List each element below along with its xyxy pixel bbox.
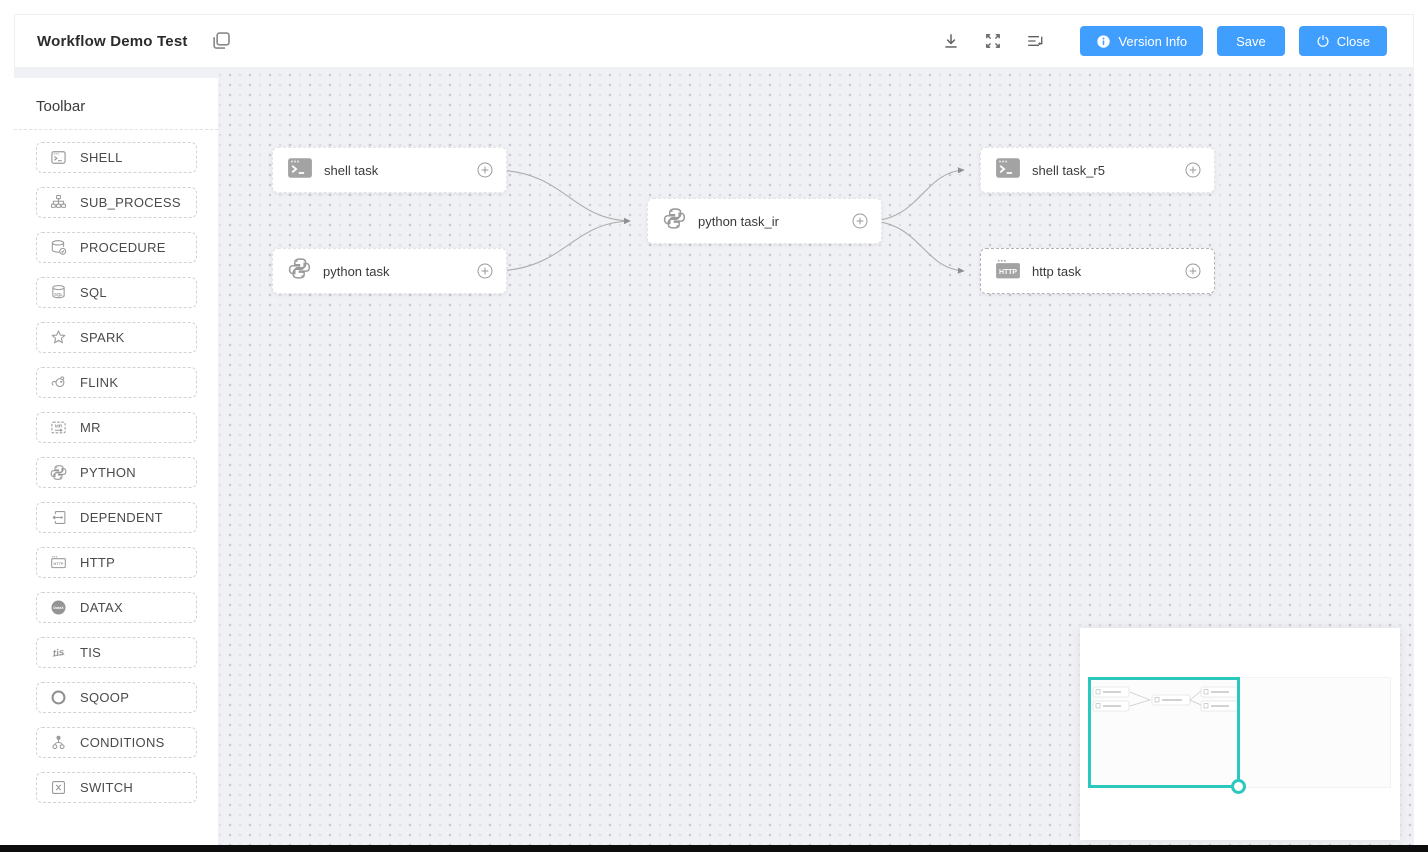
shell-task-icon bbox=[995, 157, 1021, 184]
switch-icon bbox=[49, 779, 67, 797]
tool-item-python[interactable]: PYTHON bbox=[36, 457, 197, 488]
tool-list: SHELL SUB_PROCESS PROCEDURE SQL SPARK FL… bbox=[14, 130, 218, 803]
tool-item-sub-process[interactable]: SUB_PROCESS bbox=[36, 187, 197, 218]
fullscreen-icon[interactable] bbox=[984, 32, 1002, 50]
copy-icon[interactable] bbox=[210, 30, 232, 52]
task-node-python-task-ir[interactable]: python task_ir bbox=[647, 198, 882, 244]
tool-item-label: PYTHON bbox=[80, 465, 136, 480]
tool-item-label: DATAX bbox=[80, 600, 123, 615]
add-edge-button[interactable] bbox=[1185, 162, 1201, 178]
tool-item-mr[interactable]: MR bbox=[36, 412, 197, 443]
edge-pythontaskir-httptask bbox=[870, 220, 965, 274]
sqoop-icon bbox=[49, 689, 67, 707]
python-icon bbox=[49, 464, 67, 482]
tool-item-label: DEPENDENT bbox=[80, 510, 163, 525]
task-node-label: python task_ir bbox=[698, 213, 779, 229]
http-icon bbox=[49, 554, 67, 572]
minimap-graph bbox=[1092, 686, 1240, 712]
tool-item-sqoop[interactable]: SQOOP bbox=[36, 682, 197, 713]
tool-item-switch[interactable]: SWITCH bbox=[36, 772, 197, 803]
add-edge-button[interactable] bbox=[852, 213, 868, 229]
close-button[interactable]: Close bbox=[1298, 26, 1387, 56]
task-node-http-task[interactable]: http task bbox=[980, 248, 1215, 294]
tool-item-http[interactable]: HTTP bbox=[36, 547, 197, 578]
edge-shelltask-pythontaskir bbox=[495, 169, 631, 224]
python-task-icon bbox=[662, 206, 687, 236]
main-region: Toolbar SHELL SUB_PROCESS PROCEDURE SQL … bbox=[14, 68, 1414, 845]
version-info-label: Version Info bbox=[1118, 33, 1188, 49]
tool-item-conditions[interactable]: CONDITIONS bbox=[36, 727, 197, 758]
download-icon[interactable] bbox=[942, 32, 960, 50]
toolbar-sidebar: Toolbar SHELL SUB_PROCESS PROCEDURE SQL … bbox=[14, 78, 218, 845]
add-edge-button[interactable] bbox=[477, 263, 493, 279]
tool-item-procedure[interactable]: PROCEDURE bbox=[36, 232, 197, 263]
sql-icon bbox=[49, 284, 67, 302]
tool-item-label: HTTP bbox=[80, 555, 116, 570]
tool-item-datax[interactable]: DATAX bbox=[36, 592, 197, 623]
tool-item-label: PROCEDURE bbox=[80, 240, 166, 255]
add-edge-button[interactable] bbox=[477, 162, 493, 178]
shell-task-icon bbox=[287, 157, 313, 184]
tool-item-label: MR bbox=[80, 420, 101, 435]
workflow-title: Workflow Demo Test bbox=[37, 32, 188, 50]
tool-item-label: SWITCH bbox=[80, 780, 134, 795]
task-node-label: shell task_r5 bbox=[1032, 162, 1105, 178]
flink-icon bbox=[49, 374, 67, 392]
sub-process-icon bbox=[49, 194, 67, 212]
tool-item-label: SQL bbox=[80, 285, 107, 300]
tool-item-label: FLINK bbox=[80, 375, 119, 390]
tool-item-sql[interactable]: SQL bbox=[36, 277, 197, 308]
info-icon bbox=[1096, 34, 1111, 49]
dag-canvas[interactable]: shell task python task python task_ir sh… bbox=[218, 68, 1414, 845]
task-node-shell-task[interactable]: shell task bbox=[272, 147, 507, 193]
tool-item-label: SHELL bbox=[80, 150, 123, 165]
format-dag-icon[interactable] bbox=[1026, 32, 1044, 50]
datax-icon bbox=[49, 599, 67, 617]
task-node-python-task[interactable]: python task bbox=[272, 248, 507, 294]
edge-pythontaskir-shelltaskr5 bbox=[870, 167, 965, 222]
header-actions: Version Info Save Close bbox=[942, 26, 1387, 56]
spark-icon bbox=[49, 329, 67, 347]
bottom-edge-bar bbox=[0, 845, 1428, 852]
conditions-icon bbox=[49, 734, 67, 752]
save-button[interactable]: Save bbox=[1217, 26, 1285, 56]
task-node-shell-task-r5[interactable]: shell task_r5 bbox=[980, 147, 1215, 193]
tool-item-label: TIS bbox=[80, 645, 102, 660]
tool-item-shell[interactable]: SHELL bbox=[36, 142, 197, 173]
tool-item-label: SQOOP bbox=[80, 690, 130, 705]
workflow-header: Workflow Demo Test Version Info Save Clo… bbox=[14, 14, 1414, 68]
toolbar-title: Toolbar bbox=[36, 98, 86, 115]
mr-icon bbox=[49, 419, 67, 437]
minimap-panel[interactable] bbox=[1080, 628, 1400, 840]
tool-item-tis[interactable]: TIS bbox=[36, 637, 197, 668]
tool-item-label: SPARK bbox=[80, 330, 125, 345]
task-node-label: http task bbox=[1032, 263, 1082, 279]
tool-item-dependent[interactable]: DEPENDENT bbox=[36, 502, 197, 533]
tool-item-label: SUB_PROCESS bbox=[80, 195, 181, 210]
minimap-viewport[interactable] bbox=[1088, 677, 1246, 794]
minimap-resize-handle[interactable] bbox=[1231, 779, 1246, 794]
task-node-label: shell task bbox=[324, 162, 379, 178]
tool-item-flink[interactable]: FLINK bbox=[36, 367, 197, 398]
toolbar-divider bbox=[14, 129, 218, 130]
python-task-icon bbox=[287, 256, 312, 286]
procedure-icon bbox=[49, 239, 67, 257]
tool-item-label: CONDITIONS bbox=[80, 735, 165, 750]
edge-pythontask-pythontaskir bbox=[495, 218, 631, 272]
shell-icon bbox=[49, 149, 67, 167]
add-edge-button[interactable] bbox=[1185, 263, 1201, 279]
version-info-button[interactable]: Version Info bbox=[1080, 26, 1204, 56]
dependent-icon bbox=[49, 509, 67, 527]
http-task-icon bbox=[995, 258, 1021, 285]
task-node-label: python task bbox=[323, 263, 390, 279]
close-label: Close bbox=[1336, 33, 1370, 49]
dag-edges bbox=[495, 167, 965, 274]
tis-icon bbox=[49, 644, 67, 662]
power-icon bbox=[1316, 34, 1330, 48]
save-label: Save bbox=[1236, 33, 1266, 49]
tool-item-spark[interactable]: SPARK bbox=[36, 322, 197, 353]
